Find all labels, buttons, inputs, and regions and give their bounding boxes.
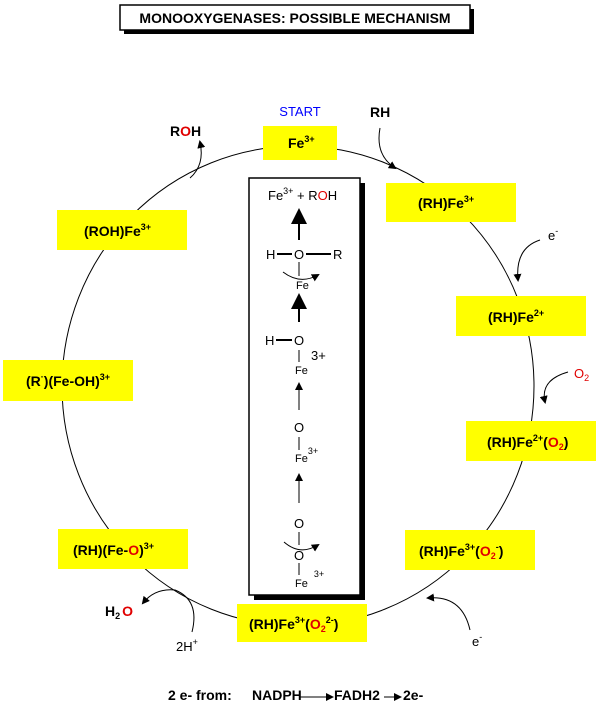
page-title: MONOOXYGENASES: POSSIBLE MECHANISM	[139, 10, 450, 26]
o2-label: O2	[574, 366, 589, 383]
electron-source: 2 e- from: NADPH FADH2 2e-	[168, 687, 424, 703]
state-rh-fe2: (RH)Fe2+	[456, 296, 586, 336]
state-rh-fe2-o2: (RH)Fe2+(O2)	[466, 421, 596, 461]
water-arrow	[141, 589, 195, 633]
svg-text:(RH)(Fe-O)3+: (RH)(Fe-O)3+	[73, 541, 154, 558]
state-rh-fe3: (RH)Fe3+	[386, 183, 516, 222]
svg-text:2 e- from:: 2 e- from:	[168, 687, 232, 703]
svg-text:NADPH: NADPH	[252, 687, 302, 703]
svg-text:Fe3+: Fe3+	[288, 134, 315, 151]
svg-text:(RH)Fe2+(O2): (RH)Fe2+(O2)	[487, 433, 568, 452]
state-roh-fe3: (ROH)Fe3+	[57, 210, 187, 250]
svg-text:(R·)(Fe-OH)3+: (R·)(Fe-OH)3+	[26, 372, 110, 389]
electron-1-label: e-	[548, 226, 558, 243]
svg-text:O: O	[294, 548, 304, 563]
electron-2-label: e-	[472, 632, 482, 649]
svg-text:H: H	[266, 247, 275, 262]
svg-text:Fe: Fe	[296, 280, 309, 292]
svg-text:Fe3+: Fe3+	[295, 446, 318, 465]
state-fe3: Fe3+	[263, 126, 337, 160]
svg-text:H: H	[265, 333, 274, 348]
svg-text:2e-: 2e-	[403, 687, 424, 703]
start-label: START	[279, 104, 320, 119]
svg-text:O: O	[294, 420, 304, 435]
svg-text:(RH)Fe3+(O22-): (RH)Fe3+(O22-)	[249, 615, 338, 634]
rh-label: RH	[370, 104, 390, 120]
inset-product: Fe3+ + ROH	[268, 186, 337, 203]
roh-arrow	[189, 140, 206, 179]
electron-2-arrow	[426, 593, 471, 631]
roh-product-label: ROH	[170, 123, 201, 139]
svg-text:O: O	[294, 333, 304, 348]
svg-text:(RH)Fe3+(O2-): (RH)Fe3+(O2-)	[419, 542, 503, 561]
svg-text:O: O	[294, 247, 304, 262]
mechanism-inset: Fe3+ + ROH H O R Fe H O 3+ Fe O Fe3+ O O…	[248, 177, 365, 600]
svg-text:(RH)Fe2+: (RH)Fe2+	[488, 308, 544, 325]
state-rh-fe3-superoxide: (RH)Fe3+(O2-)	[405, 530, 535, 570]
svg-text:FADH2: FADH2	[334, 687, 380, 703]
electron-1-arrow	[513, 239, 541, 282]
state-r-fe-oh: (R·)(Fe-OH)3+	[3, 360, 133, 401]
rh-arrow	[378, 127, 397, 170]
protons-label: 2H+	[176, 637, 198, 654]
svg-text:(RH)Fe3+: (RH)Fe3+	[418, 194, 474, 211]
svg-text:R: R	[333, 247, 342, 262]
svg-text:Fe3+: Fe3+	[295, 569, 324, 590]
svg-text:Fe: Fe	[295, 365, 308, 377]
svg-text:3+: 3+	[311, 348, 326, 363]
title-box: MONOOXYGENASES: POSSIBLE MECHANISM	[119, 4, 474, 34]
o2-arrow	[539, 371, 569, 404]
svg-text:(ROH)Fe3+: (ROH)Fe3+	[84, 222, 151, 239]
svg-text:O: O	[294, 516, 304, 531]
state-rh-fe-o: (RH)(Fe-O)3+	[58, 529, 188, 569]
state-rh-fe3-peroxide: (RH)Fe3+(O22-)	[237, 604, 367, 642]
